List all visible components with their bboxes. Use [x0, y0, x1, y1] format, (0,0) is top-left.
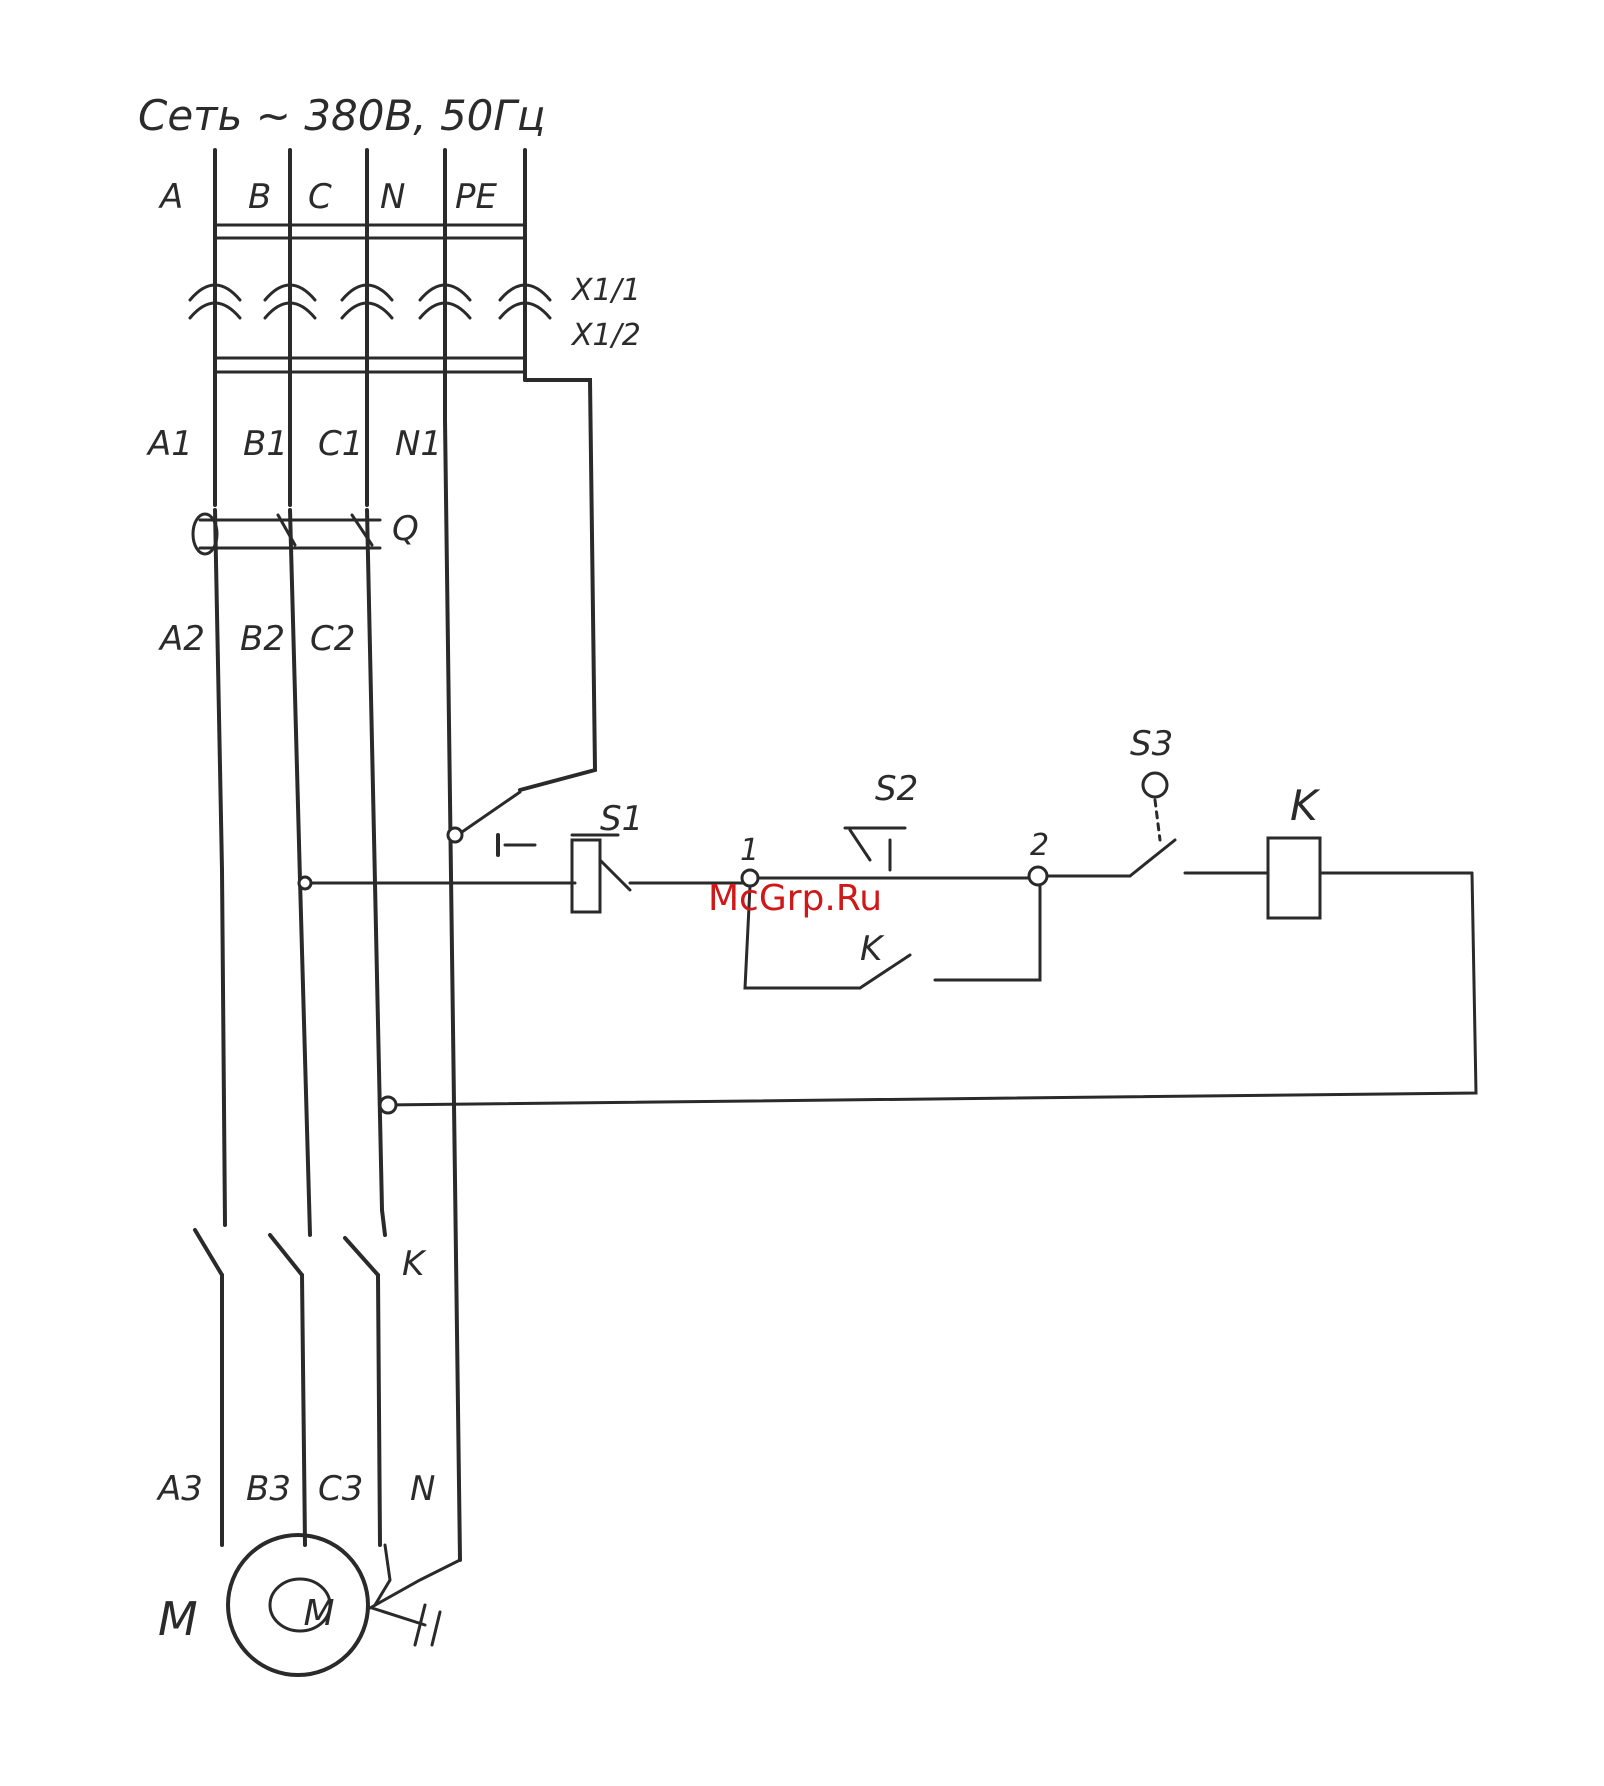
wire-c1-label: C1	[318, 424, 363, 464]
connector-label-1: X1/1	[570, 273, 641, 308]
terminal-a3-label: A3	[156, 1469, 203, 1509]
motor-label: M	[158, 1592, 198, 1646]
coil-label: K	[1290, 781, 1321, 830]
terminal-c3-label: C3	[318, 1469, 363, 1509]
phase-pe-label: PE	[455, 177, 498, 217]
wire-b1-label: B1	[243, 424, 288, 464]
s2-label: S2	[875, 769, 918, 809]
hold-contact-label: K	[860, 929, 885, 969]
connector-label-2: X1/2	[570, 318, 641, 353]
node-1-label: 1	[740, 833, 759, 868]
motor	[228, 1535, 460, 1675]
node-2-label: 2	[1030, 828, 1049, 863]
wire-n1-label: N1	[395, 424, 442, 464]
phase-n-label: N	[380, 177, 405, 217]
terminal-b3-label: B3	[246, 1469, 291, 1509]
watermark: McGrp.Ru	[708, 878, 882, 919]
breaker-label: Q	[392, 509, 419, 549]
s1-label: S1	[600, 799, 643, 839]
phase-b-label: B	[248, 177, 271, 217]
phase-a-label: A	[158, 177, 183, 217]
breaker-q	[193, 510, 382, 1210]
phase-c-label: C	[308, 177, 332, 217]
wire-a2-label: A2	[158, 619, 205, 659]
terminal-n-label: N	[410, 1469, 435, 1509]
wire-b2-label: B2	[240, 619, 285, 659]
s3-label: S3	[1130, 724, 1173, 764]
supply-title: Сеть ~ 380В, 50Гц	[138, 91, 545, 140]
connector-x1	[190, 225, 550, 372]
wire-c2-label: C2	[310, 619, 355, 659]
power-lines	[222, 380, 595, 1560]
wire-a1-label: A1	[146, 424, 193, 464]
contactor-label: K	[402, 1244, 427, 1284]
motor-symbol: M	[303, 1593, 334, 1634]
